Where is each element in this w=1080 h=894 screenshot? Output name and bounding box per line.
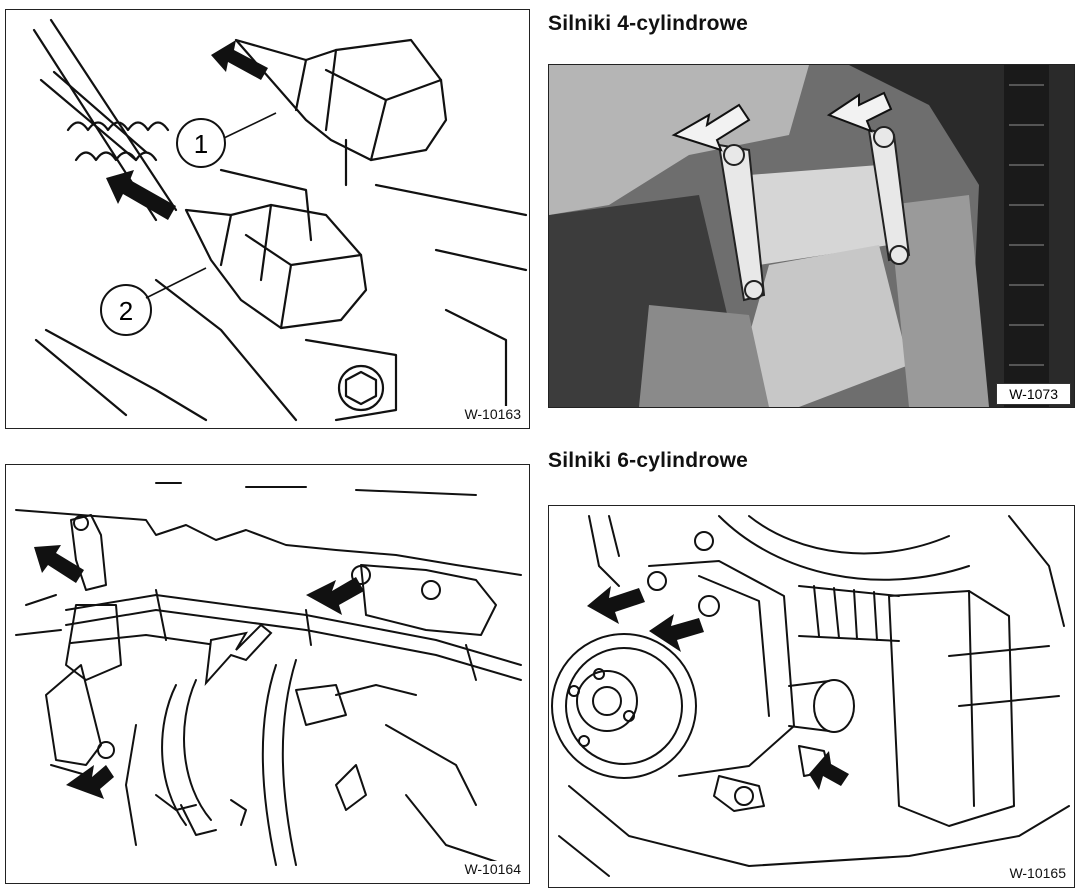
figure-top-left-drawing: 1 2 xyxy=(32,18,528,422)
figure-top-right: W-1073 xyxy=(548,64,1075,408)
figure-code-w10164: W-10164 xyxy=(464,861,521,877)
arrow-icon xyxy=(649,614,704,652)
arrow-icon xyxy=(34,545,84,583)
arrow-icon xyxy=(66,765,114,799)
callout-1: 1 xyxy=(194,129,208,159)
figure-code-w10163: W-10163 xyxy=(464,406,521,422)
figure-top-right-photo xyxy=(549,65,1074,407)
figure-top-left: 1 2 W-10163 xyxy=(5,9,530,429)
figure-code-w1073: W-1073 xyxy=(996,383,1071,405)
figure-bottom-left-drawing xyxy=(15,482,522,866)
arrow-icon xyxy=(809,751,849,790)
figure-code-w10165: W-10165 xyxy=(1009,865,1066,881)
arrow-icon xyxy=(306,577,364,615)
figure-bottom-right: W-10165 xyxy=(548,505,1075,888)
hollow-arrow-icon xyxy=(671,103,751,152)
heading-6-cylinder: Silniki 6-cylindrowe xyxy=(548,449,749,472)
arrow-icon xyxy=(587,586,645,624)
figure-bottom-left: W-10164 xyxy=(5,464,530,884)
hollow-arrow-icon xyxy=(826,91,893,133)
figure-bottom-right-drawing xyxy=(551,515,1070,877)
callout-2: 2 xyxy=(119,296,133,326)
heading-4-cylinder: Silniki 4-cylindrowe xyxy=(548,12,749,35)
hollow-arrow-icon xyxy=(204,623,273,687)
